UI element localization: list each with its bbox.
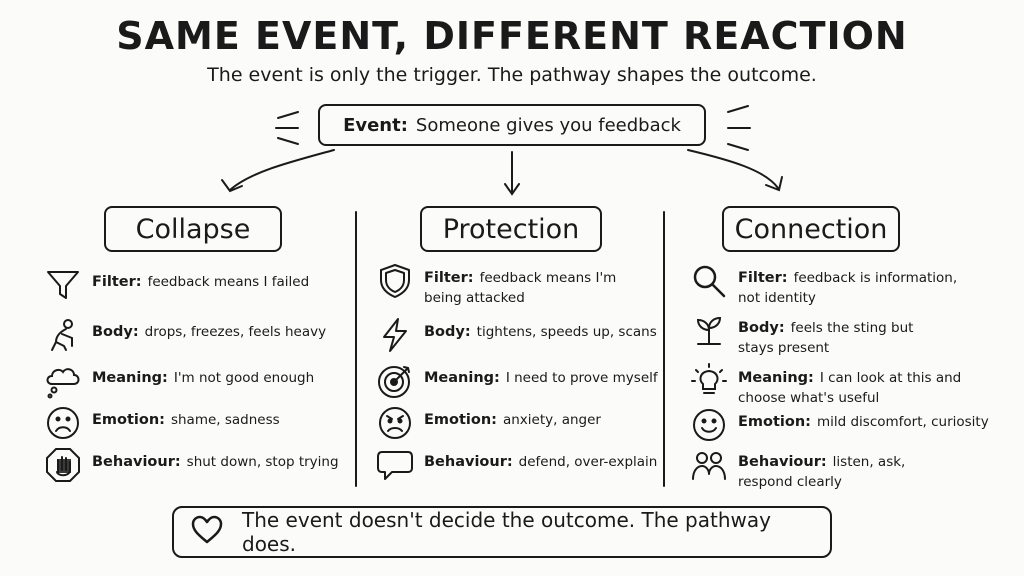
collapse-row-meaning: Meaning:I'm not good enough (44, 362, 314, 400)
shield-icon (376, 262, 414, 300)
column-heading-collapse: Collapse (104, 206, 282, 252)
page-subtitle: The event is only the trigger. The pathw… (207, 64, 817, 86)
connection-row-behaviour: Behaviour:listen, ask, respond clearly (690, 446, 928, 492)
arrow-head-connection (765, 176, 783, 192)
thought-cloud-icon (44, 362, 82, 400)
connection-row-meaning: Meaning:I can look at this and choose wh… (690, 362, 978, 408)
protection-row-meaning: Meaning:I need to prove myself (376, 362, 658, 400)
column-heading-connection: Connection (722, 206, 900, 252)
collapse-row-body: Body:drops, freezes, feels heavy (44, 316, 326, 354)
connection-row-body: Body:feels the sting but stays present (690, 312, 928, 358)
arrow-head-protection (504, 183, 520, 196)
sprout-icon (690, 312, 728, 350)
event-label: Event: (343, 114, 408, 136)
emphasis-marks-left (275, 111, 299, 145)
collapse-row-behaviour: Behaviour:shut down, stop trying (44, 446, 339, 484)
event-text: Someone gives you feedback (415, 114, 681, 136)
column-heading-protection: Protection (420, 206, 602, 252)
connection-row-emotion: Emotion:mild discomfort, curiosity (690, 406, 989, 444)
heart-icon (190, 515, 224, 549)
sad-face-icon (44, 404, 82, 442)
funnel-icon (44, 266, 82, 304)
arrow-head-collapse (221, 179, 243, 193)
lightning-icon (376, 316, 414, 354)
angry-face-icon (376, 404, 414, 442)
arrow-to-connection (687, 149, 779, 189)
smile-face-icon (690, 406, 728, 444)
people-icon (690, 446, 728, 484)
page-title: SAME EVENT, DIFFERENT REACTION (116, 14, 908, 58)
connection-row-filter: Filter:feedback is information, not iden… (690, 262, 978, 308)
lightbulb-icon (690, 362, 728, 400)
protection-row-filter: Filter:feedback means I'm being attacked (376, 262, 624, 308)
stop-hand-icon (44, 446, 82, 484)
footer-banner: The event doesn't decide the outcome. Th… (172, 506, 832, 558)
target-icon (376, 362, 414, 400)
protection-row-emotion: Emotion:anxiety, anger (376, 404, 601, 442)
arrow-to-collapse (229, 149, 335, 191)
collapse-row-emotion: Emotion:shame, sadness (44, 404, 280, 442)
speech-bubble-icon (376, 446, 414, 484)
collapse-row-filter: Filter:feedback means I failed (44, 266, 309, 304)
protection-row-behaviour: Behaviour:defend, over-explain (376, 446, 657, 484)
event-box: Event: Someone gives you feedback (318, 104, 706, 146)
footer-text: The event doesn't decide the outcome. Th… (242, 508, 771, 556)
slumped-person-icon (44, 316, 82, 354)
protection-row-body: Body:tightens, speeds up, scans (376, 316, 657, 354)
magnifier-icon (690, 262, 728, 300)
emphasis-marks-right (727, 105, 751, 151)
